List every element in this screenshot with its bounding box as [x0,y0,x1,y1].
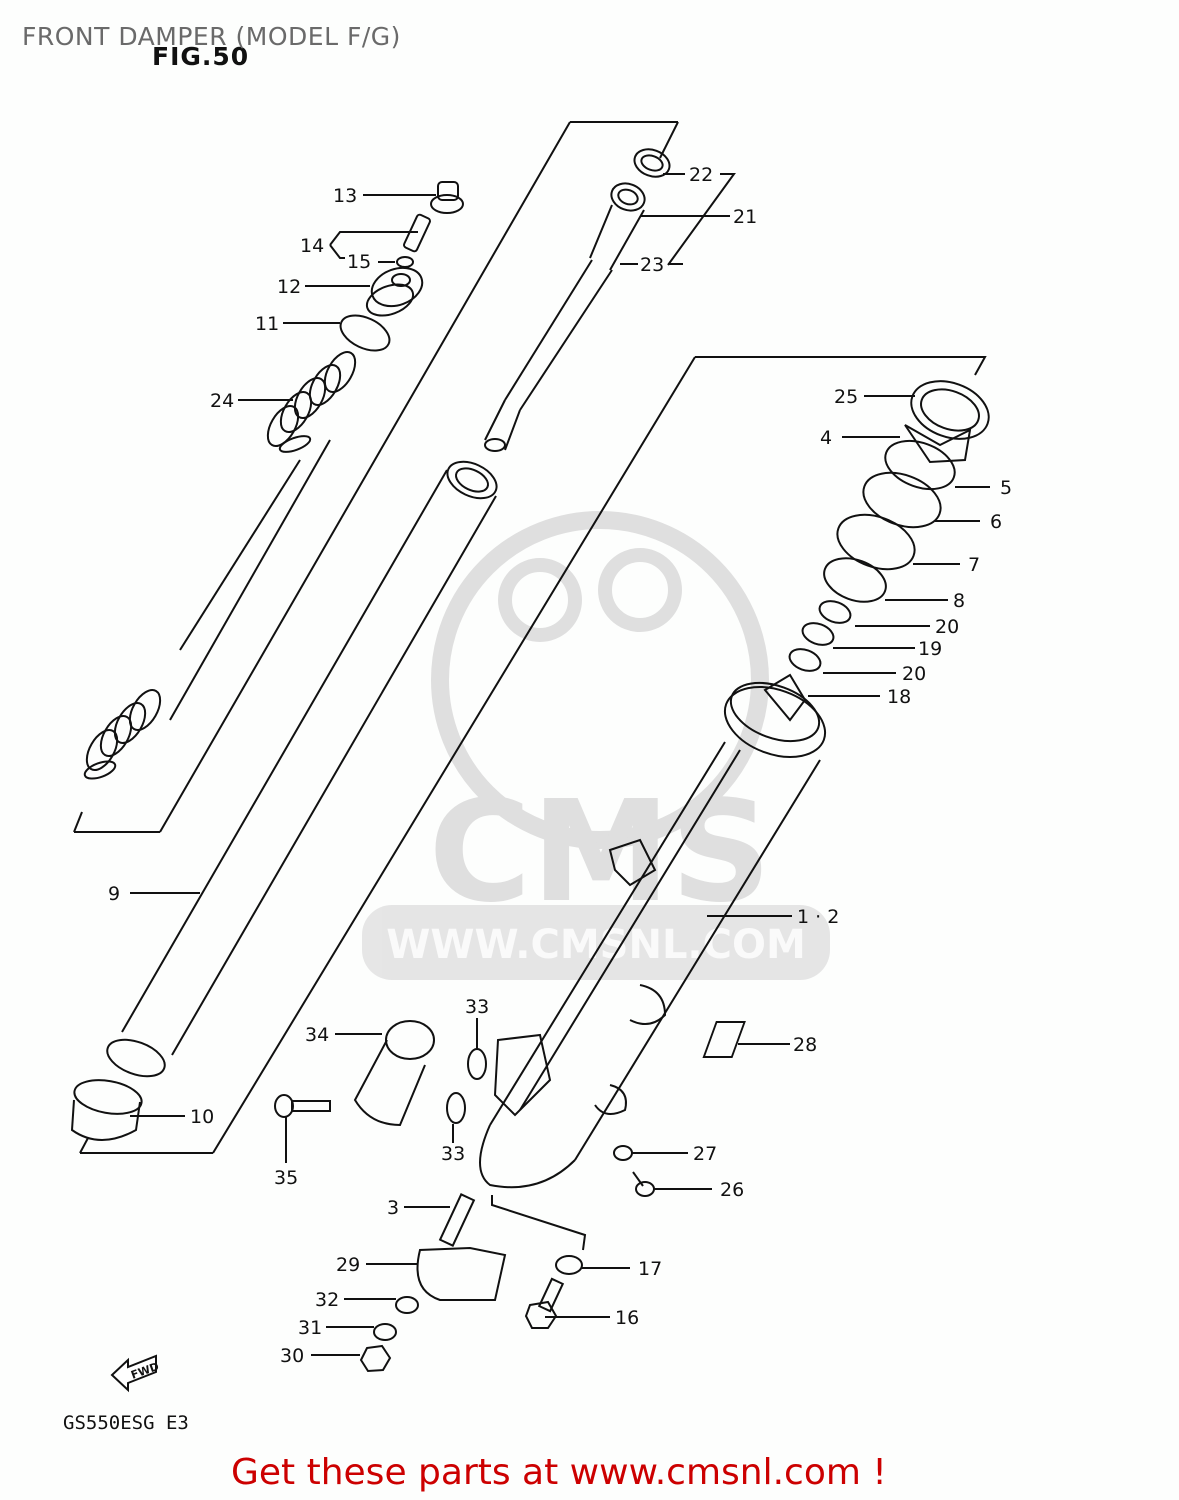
callout-1-2: 1 · 2 [797,906,839,928]
callout-21: 21 [733,206,757,228]
part-31-washer [373,1323,397,1341]
model-code: GS550ESG E3 [63,1412,189,1434]
callout-8: 8 [953,590,965,612]
callout-17: 17 [638,1258,662,1280]
callout-13: 13 [333,185,357,207]
callout-35: 35 [274,1167,298,1189]
part-17-washer [555,1255,583,1275]
part-29-cap [416,1246,507,1301]
part-12-cap [365,266,424,317]
part-30-nut [359,1344,392,1373]
callout-27: 27 [693,1143,717,1165]
part-26-screw [632,1171,655,1197]
part-16-bolt [524,1277,565,1329]
part-9-inner-tube [106,460,498,1078]
callout-14: 14 [300,235,324,257]
callout-4: 4 [820,427,832,449]
callout-9: 9 [108,883,120,905]
watermark: CMS WWW.CMSNL.COM [362,511,830,980]
svg-text:FWD: FWD [129,1360,160,1382]
part-11-o-ring [339,314,391,352]
callout-25: 25 [834,386,858,408]
figure-number: FIG.50 [152,42,250,71]
callout-15: 15 [347,251,371,273]
part-28-label [702,1021,746,1058]
callout-6: 6 [990,511,1002,533]
forward-arrow-icon: FWD [110,1354,161,1393]
part-22-seal [633,148,671,178]
callout-31: 31 [298,1317,322,1339]
seal-stack [788,380,990,672]
part-1-2-outer-tube [479,673,827,1189]
spring-24-lower [83,689,162,780]
callout-5: 5 [1000,477,1012,499]
callout-20-lower: 20 [902,663,926,685]
promo-link[interactable]: Get these parts at www.cmsnl.com ! [231,1452,887,1493]
part-35-bolt [274,1094,331,1118]
part-34-axle-holder [353,1020,435,1127]
part-33-o-ring-b [446,1092,466,1124]
part-13-cap-bolt [430,181,464,214]
part-21-damper-rod [484,182,646,452]
callout-7: 7 [968,554,980,576]
part-10-bushing [70,1079,143,1141]
callout-22: 22 [689,164,713,186]
callout-24: 24 [210,390,234,412]
callout-32: 32 [315,1289,339,1311]
callout-18: 18 [887,686,911,708]
part-33-o-ring-a [467,1048,487,1080]
watermark-url: WWW.CMSNL.COM [386,922,806,968]
callout-16: 16 [615,1307,639,1329]
callout-20-upper: 20 [935,616,959,638]
callout-10: 10 [190,1106,214,1128]
callout-26: 26 [720,1179,744,1201]
part-32-washer [395,1296,419,1314]
callout-23: 23 [640,254,664,276]
part-27-washer [613,1145,633,1161]
callout-11: 11 [255,313,279,335]
part-14-valve [396,213,431,268]
callout-12: 12 [277,276,301,298]
page-title: FRONT DAMPER (MODEL F/G) [22,22,401,51]
callout-33-upper: 33 [465,996,489,1018]
callout-34: 34 [305,1024,329,1046]
callout-33-lower: 33 [441,1143,465,1165]
spring-24-upper [266,351,357,453]
callout-30: 30 [280,1345,304,1367]
callout-28: 28 [793,1034,817,1056]
callout-19: 19 [918,638,942,660]
part-3-stud [438,1193,476,1247]
callout-3: 3 [387,1197,399,1219]
callout-29: 29 [336,1254,360,1276]
